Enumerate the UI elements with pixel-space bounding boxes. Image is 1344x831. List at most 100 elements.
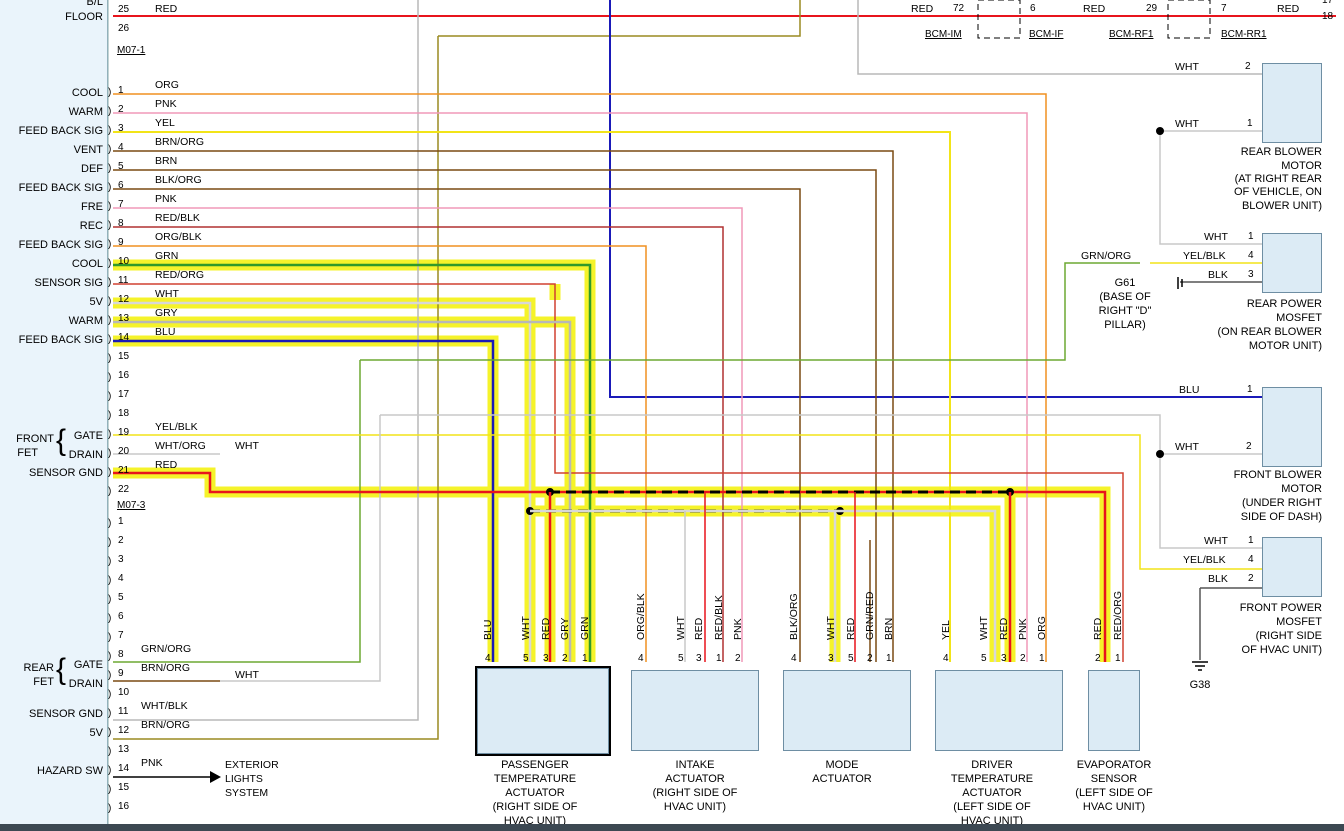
m073-pin-16: 16 (118, 801, 130, 812)
front-fet-brace: { (56, 424, 67, 457)
m073-terminal-3: ) (108, 556, 112, 567)
m071-fn-21: SENSOR GND (29, 467, 103, 479)
rear-mosfet-yelblk: YEL/BLK (1183, 250, 1226, 262)
m071-terminal-7: ) (108, 201, 112, 212)
m071-wire-color-3: YEL (155, 117, 175, 129)
bcm-im-connector-box (977, 0, 1021, 39)
m071-fn-6: FEED BACK SIG (18, 182, 103, 194)
driver-actuator-box (935, 670, 1063, 751)
pin-72: 72 (953, 3, 965, 14)
mode-wire-label-5: BRN (883, 617, 895, 640)
wire-org-cool (113, 93, 1047, 662)
m073-wire-color-8: GRN/ORG (141, 643, 192, 655)
m073-pin-3: 3 (118, 554, 124, 565)
m073-terminal-4: ) (108, 575, 112, 586)
m073-pin-6: 6 (118, 611, 124, 622)
driver-label-1: DRIVER (971, 759, 1013, 771)
m071-pin-2: 2 (118, 104, 124, 115)
m073-terminal-2: ) (108, 537, 112, 548)
m073-pin-7: 7 (118, 630, 124, 641)
m073-terminal-5: ) (108, 594, 112, 605)
mode-pin-2: 2 (867, 653, 873, 664)
intake-label-1: INTAKE (675, 759, 715, 771)
wire-blu-fb-highlight (113, 335, 499, 662)
wire-yelblk-front-gate (113, 434, 1262, 570)
m071-pin-12: 12 (118, 294, 130, 305)
m071-pin-16: 16 (118, 370, 130, 381)
m071-terminal-5: ) (108, 163, 112, 174)
m071-fn-13: WARM (68, 315, 103, 327)
pin-25: 25 (118, 4, 130, 15)
label-18: 18 (1322, 11, 1334, 22)
front-fet-gate: GATE (73, 430, 103, 442)
m071-fn-2: WARM (68, 106, 103, 118)
wire-grnorg-rear-gate (113, 360, 361, 663)
m071-fn-14: FEED BACK SIG (18, 334, 103, 346)
driver-pin-4: 4 (943, 653, 949, 664)
rear-blower-label-4: OF VEHICLE, ON (1233, 186, 1322, 198)
wire-blu-fb (113, 339, 495, 662)
wire-wht-rear-blower-2 (857, 0, 1262, 75)
rear-blower-label-2: MOTOR (1281, 160, 1322, 172)
m071-pin-21: 21 (118, 465, 130, 476)
wire-grn-cool (113, 263, 592, 662)
wire-wht-5v (113, 301, 532, 662)
m071-pin-6: 6 (118, 180, 124, 191)
front-blower-pin-1: 1 (1247, 384, 1253, 395)
m073-terminal-13: ) (108, 746, 112, 757)
rear-fet-gate: GATE (73, 659, 103, 671)
connector-bcm-im: BCM-IM (925, 29, 962, 40)
passenger-label-2: TEMPERATURE (493, 773, 577, 785)
mode-wire-label-1: BLK/ORG (788, 593, 800, 640)
intake-pin-5: 5 (678, 653, 684, 664)
m071-fn-4: VENT (73, 144, 103, 156)
m073-terminal-8: ) (108, 651, 112, 662)
wire-blu-front-blower (609, 0, 1262, 398)
rear-mosfet-pin-3: 3 (1248, 269, 1254, 280)
m071-terminal-4: ) (108, 144, 112, 155)
m071-terminal-15: ) (108, 353, 112, 364)
front-mosfet-pin-2: 2 (1248, 573, 1254, 584)
exterior-l3: SYSTEM (225, 787, 269, 799)
intake-pin-4: 4 (638, 653, 644, 664)
rear-mosfet-label-4: MOTOR UNIT) (1248, 340, 1322, 352)
mode-actuator-box (783, 670, 911, 751)
wire-brnorg-top (438, 0, 801, 37)
evap-label-4: HVAC UNIT) (1082, 801, 1146, 813)
m073-pin-12: 12 (118, 725, 130, 736)
wire-label-floor-red: RED (155, 3, 178, 15)
wire-wht-5v-bus-highlight (530, 505, 1001, 662)
front-mosfet-label-3: (RIGHT SIDE (1255, 630, 1322, 642)
passenger-pin-4: 4 (485, 653, 491, 664)
m071-terminal-19: ) (108, 429, 112, 440)
wire-wht-rear-mosfet (1159, 131, 1262, 245)
wire-redorg-sensor (113, 283, 1124, 662)
intake-label-2: ACTUATOR (665, 773, 725, 785)
m071-wire-color-10: GRN (155, 250, 179, 262)
front-blower-motor-box (1262, 387, 1322, 467)
front-blower-label-4: SIDE OF DASH) (1240, 511, 1322, 523)
m071-pin-22: 22 (118, 484, 130, 495)
m071-wire-color-9: ORG/BLK (155, 231, 202, 243)
rear-mosfet-pin-1: 1 (1248, 231, 1254, 242)
front-mosfet-wht: WHT (1204, 535, 1228, 547)
m071-pin-8: 8 (118, 218, 124, 229)
m071-pin-4: 4 (118, 142, 124, 153)
m073-wire-color-9: BRN/ORG (141, 662, 191, 674)
m071-wire-color-5: BRN (155, 155, 178, 167)
m071-wire-color-11: RED/ORG (155, 269, 205, 281)
m073-pin-5: 5 (118, 592, 124, 603)
passenger-pin-2: 2 (562, 653, 568, 664)
g38-label: G38 (1189, 679, 1211, 691)
intake-pin-1: 1 (716, 653, 722, 664)
m071-pin-18: 18 (118, 408, 130, 419)
connector-m07-1: M07-1 (117, 45, 146, 56)
m071-fn-1: COOL (71, 87, 103, 99)
evap-pin-1: 1 (1115, 653, 1121, 664)
driver-label-2: TEMPERATURE (950, 773, 1034, 785)
wire-wht-5v-bus (530, 509, 997, 662)
mode-wire-label-2: WHT (825, 616, 837, 640)
passenger-pin-3: 3 (543, 653, 549, 664)
rear-blower-pin-1: 1 (1247, 118, 1253, 129)
